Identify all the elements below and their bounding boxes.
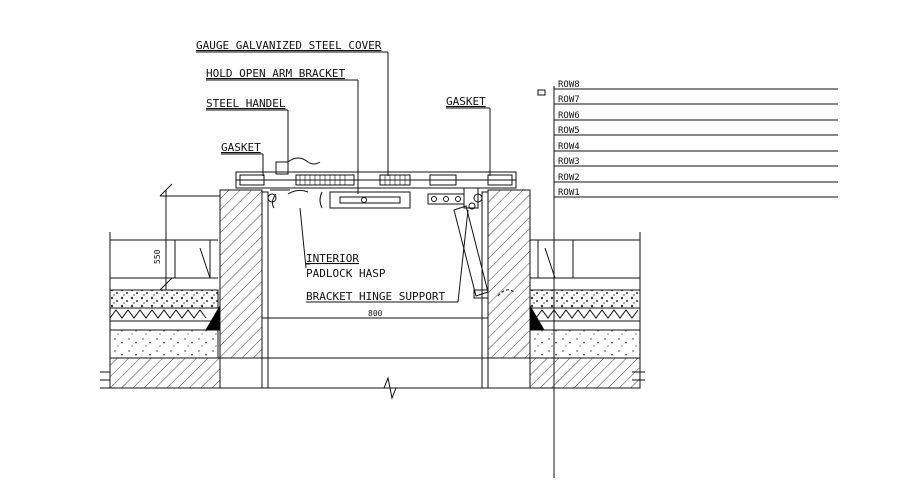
row-label: ROW5 <box>558 126 580 136</box>
steel-handle <box>270 157 321 209</box>
row-label: ROW4 <box>558 142 580 152</box>
right-wall <box>481 189 545 389</box>
hinge-bracket <box>427 187 515 299</box>
row-label: ROW7 <box>558 95 580 105</box>
label-gasket-right: GASKET <box>446 95 486 108</box>
label-gasket-left: GASKET <box>221 141 261 154</box>
row-label: ROW1 <box>558 188 580 198</box>
label-padlock: PADLOCK HASP <box>306 267 386 280</box>
row-label: ROW8 <box>558 80 580 90</box>
left-wall <box>205 189 269 389</box>
label-bracket-hinge: BRACKET HINGE SUPPORT <box>306 290 445 303</box>
gasket-details <box>267 193 483 203</box>
dimension-width: 800 <box>368 309 383 318</box>
height-dimension <box>159 183 220 291</box>
row-lines <box>537 86 838 478</box>
dimension-height: 550 <box>153 249 162 264</box>
base-slab <box>100 357 645 400</box>
leader-lines <box>196 51 491 303</box>
left-layers <box>109 232 219 360</box>
row-labels: ROW8 ROW7 ROW6 ROW5 ROW4 ROW3 ROW2 ROW1 <box>558 80 580 198</box>
hold-open-bracket <box>319 191 411 209</box>
label-interior: INTERIOR <box>306 252 359 265</box>
label-handle: STEEL HANDEL <box>206 97 286 110</box>
row-label: ROW3 <box>558 157 580 167</box>
right-layers <box>529 232 641 360</box>
steel-cover <box>235 171 517 189</box>
label-hold-open: HOLD OPEN ARM BRACKET <box>206 67 345 80</box>
row-label: ROW6 <box>558 111 580 121</box>
row-label: ROW2 <box>558 173 580 183</box>
label-cover: GAUGE GALVANIZED STEEL COVER <box>196 39 382 52</box>
